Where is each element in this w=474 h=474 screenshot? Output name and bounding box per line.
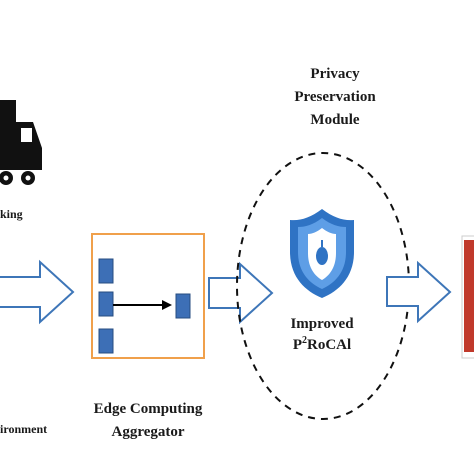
flow-arrow-1 bbox=[0, 259, 75, 325]
privacy-module-label: Privacy Preservation Module bbox=[250, 63, 420, 132]
edge-aggregator-label: Edge Computing Aggregator bbox=[68, 398, 228, 444]
flow-arrow-3 bbox=[386, 260, 452, 324]
shield-icon bbox=[290, 209, 354, 298]
input-node-1 bbox=[98, 258, 114, 284]
flow-arrow-2 bbox=[208, 261, 274, 325]
environment-label: ironment bbox=[0, 422, 48, 436]
improved-procal-label: Improved P2RoCAl bbox=[262, 314, 382, 356]
truck-icon bbox=[0, 100, 42, 185]
tracking-label: king bbox=[0, 207, 23, 221]
aggregation-arrow-head bbox=[162, 300, 172, 310]
edge-label-line2: Aggregator bbox=[111, 424, 185, 440]
output-block-fill bbox=[464, 240, 474, 352]
improved-label-line1: Improved bbox=[290, 316, 354, 332]
output-node bbox=[175, 293, 191, 319]
input-node-2 bbox=[98, 291, 114, 317]
privacy-module-label-line3: Module bbox=[310, 112, 360, 128]
privacy-module-label-line1: Privacy bbox=[310, 66, 360, 82]
input-node-3 bbox=[98, 328, 114, 354]
edge-label-line1: Edge Computing bbox=[93, 401, 203, 417]
improved-label-line2: P2RoCAl bbox=[292, 335, 352, 354]
privacy-module-label-line2: Preservation bbox=[294, 89, 376, 105]
